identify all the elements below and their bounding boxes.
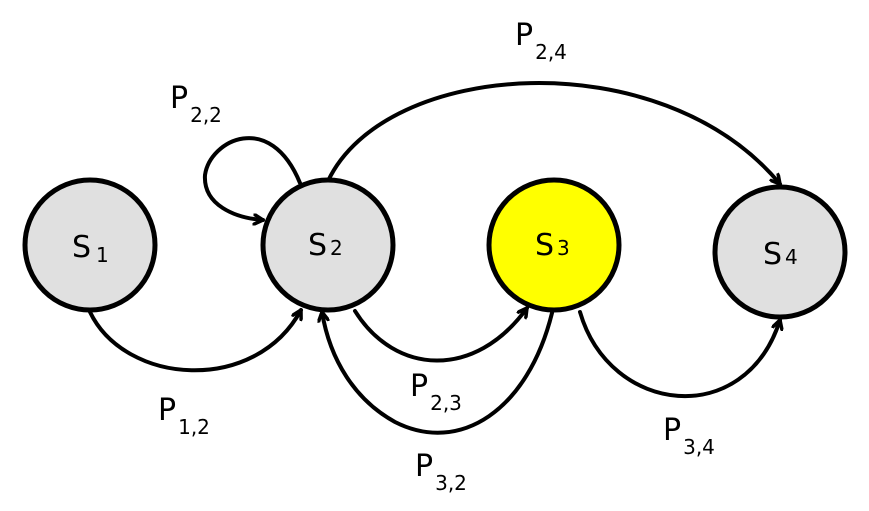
node-s4-letter: S (763, 237, 782, 272)
edge-p23-arrow (353, 306, 529, 363)
edge-p22-subscript: 2,2 (190, 103, 222, 127)
edge-p12-letter: P (158, 393, 176, 428)
node-s2-subscript: 2 (330, 236, 343, 260)
nodes (22, 177, 848, 320)
node-s3-letter: S (535, 228, 554, 263)
edge-p32-letter: P (415, 449, 433, 484)
edge-p24-subscript: 2,4 (535, 40, 567, 64)
node-s3-subscript: 3 (557, 236, 570, 260)
node-s1-letter: S (72, 230, 91, 265)
edge-p12-subscript: 1,2 (178, 415, 210, 439)
node-s2-letter: S (308, 228, 327, 263)
edge-p12-arrow (88, 308, 303, 373)
edge-p24-arrow (326, 81, 782, 186)
node-s1-subscript: 1 (96, 243, 109, 267)
edges (88, 81, 782, 435)
edge-p23-subscript: 2,3 (430, 391, 462, 415)
node-s4-circle (712, 184, 848, 320)
edge-p34-arrow (578, 310, 780, 399)
edge-p34-letter: P (663, 413, 681, 448)
edge-p32-arrow (322, 310, 554, 435)
edge-p22-arrow (202, 136, 302, 220)
edge-p34-subscript: 3,4 (683, 435, 715, 459)
node-s3-circle (486, 177, 622, 313)
edge-p22-letter: P (170, 81, 188, 116)
node-s2-circle (260, 177, 396, 313)
node-s1-circle (22, 177, 158, 313)
edge-p24-letter: P (515, 18, 533, 53)
node-s4-subscript: 4 (785, 245, 798, 269)
edge-p32-subscript: 3,2 (435, 471, 467, 495)
edge-p23-letter: P (410, 369, 428, 404)
